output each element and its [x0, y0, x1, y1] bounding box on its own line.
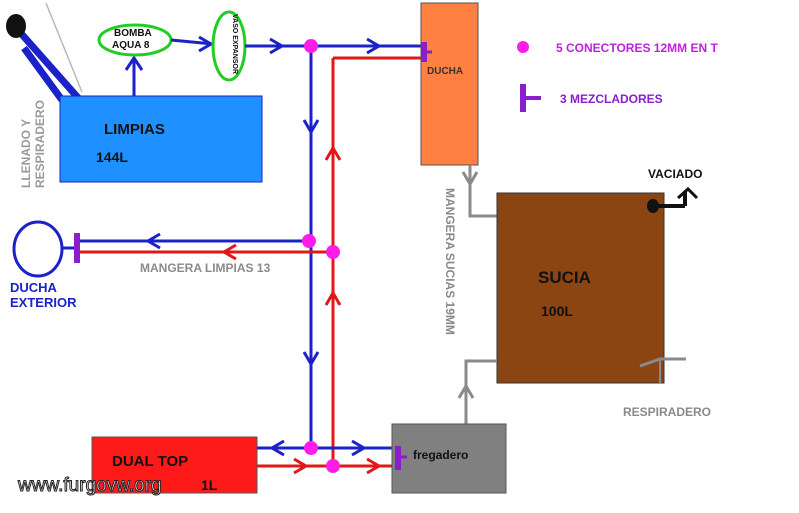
legend-mixers-label: 3 MEZCLADORES — [560, 92, 663, 106]
vent-label: RESPIRADERO — [623, 405, 711, 419]
drain-valve — [647, 186, 699, 213]
legend-connector-icon — [517, 41, 529, 53]
drain-label: VACIADO — [648, 167, 702, 181]
arrow-up-icon — [124, 55, 144, 71]
t-connector — [304, 441, 318, 455]
pump-label-line1: BOMBA — [114, 28, 152, 39]
outdoor-shower-label-line2: EXTERIOR — [10, 295, 77, 310]
fill-cap-icon — [6, 14, 26, 38]
drain-plug-icon — [647, 199, 659, 213]
arrow-right-icon — [269, 37, 285, 55]
arrow-up-icon — [324, 290, 342, 306]
heater-capacity-partial: 1L — [201, 477, 218, 493]
pipe-grey-sink-to-tank — [464, 359, 497, 424]
t-connector — [304, 39, 318, 53]
arrow-up-icon — [676, 186, 699, 200]
grey-hose-label: MANGERA SUCIAS 19MM — [443, 188, 457, 335]
clean-tank-capacity: 144L — [96, 149, 128, 165]
t-connector — [302, 234, 316, 248]
fill-vent-pipe — [6, 2, 83, 103]
arrow-right-icon — [351, 439, 367, 457]
t-connector — [326, 245, 340, 259]
mixer-shower — [421, 42, 427, 62]
shower-box — [420, 2, 479, 166]
arrow-left-icon — [221, 243, 237, 261]
arrow-down-icon — [302, 119, 320, 135]
sink-label: fregadero — [413, 448, 468, 462]
pump-label-line2: AQUA 8 — [112, 40, 150, 51]
legend-connectors-label: 5 CONECTORES 12MM EN T — [556, 41, 718, 55]
pump: BOMBA AQUA 8 — [97, 23, 173, 57]
pipe-grey-shower-to-tank — [468, 165, 497, 218]
arrow-right-icon — [198, 35, 214, 53]
arrow-up-icon — [324, 145, 342, 161]
arrow-right-icon — [366, 37, 382, 55]
sink-box — [391, 423, 507, 494]
outdoor-shower-label-line1: DUCHA — [10, 280, 58, 295]
legend-mixer-icon — [520, 84, 526, 112]
arrow-down-icon — [461, 171, 479, 187]
shower-label: DUCHA — [427, 66, 463, 77]
dirty-tank-name: SUCIA — [538, 268, 591, 287]
arrow-right-icon — [366, 457, 382, 475]
arrow-down-icon — [302, 351, 320, 367]
legend: 5 CONECTORES 12MM EN T 3 MEZCLADORES — [517, 41, 718, 112]
fill-vent-label-line1: LLENADO Y — [19, 119, 33, 188]
arrow-left-icon — [145, 232, 161, 250]
dirty-tank-capacity: 100L — [541, 303, 573, 319]
heater-name: DUAL TOP — [112, 453, 188, 470]
clean-hose-label: MANGERA LIMPIAS 13 — [140, 261, 271, 275]
dirty-tank — [496, 192, 665, 384]
mixer-sink — [395, 446, 401, 470]
expansion-vessel: VASO EXPANSOR — [211, 10, 247, 82]
clean-tank-name: LIMPIAS — [104, 121, 165, 138]
watermark: www.furgovw.org — [17, 475, 162, 496]
arrow-left-icon — [269, 439, 285, 457]
arrow-up-icon — [457, 383, 475, 399]
mixer-outdoor — [74, 233, 80, 263]
outdoor-shower-head — [12, 220, 64, 278]
clean-tank — [59, 95, 263, 183]
pipe-pump-to-vessel — [170, 38, 214, 46]
fill-vent-label-line2: RESPIRADERO — [33, 100, 47, 188]
t-connector — [326, 459, 340, 473]
arrow-right-icon — [293, 457, 309, 475]
expansion-vessel-label: VASO EXPANSOR — [231, 14, 238, 74]
heater-tank — [91, 436, 258, 494]
